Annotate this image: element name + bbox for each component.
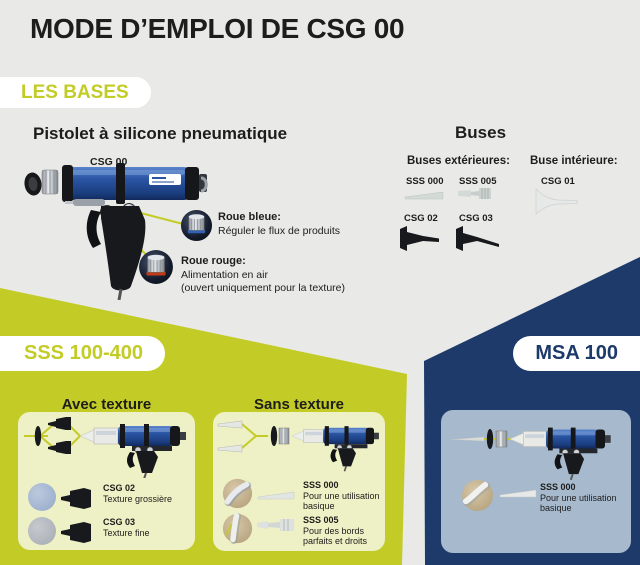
nozzle-sss000-left-icon [257,491,295,500]
row-desc: Texture grossière [103,494,173,504]
pneumatic-gun-illustration [24,163,208,300]
page-title: MODE D’EMPLOI DE CSG 00 [30,13,405,44]
nozzle-sss000-icon [404,191,444,200]
row-code: SSS 000 [540,482,576,492]
label-csg03: CSG 03 [459,213,493,224]
card-sans-title: Sans texture [253,396,345,413]
callout-blue-wheel: Roue bleue: Réguler le flux de produits [218,212,388,239]
buses-interior-label: Buse intérieure: [530,155,618,167]
label-sss000: SSS 000 [406,176,444,187]
gun-end-cap-icon [24,172,42,196]
callout-red-wheel: Roue rouge: Alimentation en air (ouvert … [181,256,381,297]
row-code: SSS 005 [303,515,339,525]
callout-red-line2: (ouvert uniquement pour la texture) [181,282,346,294]
pistol-heading: Pistolet à silicone pneumatique [33,124,288,143]
nozzle-csg02-left-icon [61,488,91,509]
barrel-brand-label [149,174,181,185]
section-badge-msa-100: MSA 100 [513,336,640,371]
gun-with-needle-nozzle-icon [451,426,612,481]
row-code: CSG 03 [103,517,136,527]
bead-photo-basic-msa [461,479,494,512]
label-sss005: SSS 005 [459,176,497,187]
callout-red-title: Roue rouge: [181,255,246,267]
row-desc: basique [540,503,572,513]
buses-exterior-label: Buses extérieures: [407,155,510,167]
nozzle-csg03-left-icon [61,522,91,543]
label-csg01: CSG 01 [541,176,575,187]
row-desc: Pour des bords [303,526,365,536]
nozzle-sss005-icon [458,188,491,199]
gun-handle-icon [86,206,146,300]
row-desc: Texture fine [103,528,150,538]
section-badge-les-bases: LES BASES [0,77,151,108]
callout-blue-title: Roue bleue: [218,211,281,223]
bead-photo-edges [222,513,253,544]
nozzle-csg01-icon [535,188,578,215]
callout-blue-line: Réguler le flux de produits [218,224,340,237]
row-code: CSG 02 [103,483,136,493]
buses-heading: Buses [455,123,507,142]
row-code: SSS 000 [303,480,339,490]
texture-fine-sample [28,517,56,545]
section-badge-sss-100-400: SSS 100-400 [0,336,165,371]
row-desc: basique [303,501,335,511]
row-desc: parfaits et droits [303,536,368,546]
texture-coarse-sample [28,483,56,511]
nozzle-sss005-left-icon [257,519,294,531]
blue-wheel-icon [180,209,213,242]
nozzle-csg03-icon [456,226,499,251]
row-desc: Pour une utilisation [303,491,380,501]
gun-rod-icon [65,201,75,204]
gun-with-smooth-nozzles-icon [217,420,380,473]
callout-red-line1: Alimentation en air [181,268,268,281]
red-wheel-icon [139,250,173,284]
row-desc: Pour une utilisation [540,493,617,503]
gun-piston-icon [41,169,59,195]
card-avec-title: Avec texture [61,396,152,413]
gun-bracket-icon [73,199,105,206]
nozzle-csg02-icon [400,226,439,251]
gun-barrel-icon [62,163,208,204]
gun-with-texture-nozzles-icon [24,417,187,478]
label-csg02: CSG 02 [404,213,438,224]
nozzle-sss000-left-icon [499,489,537,498]
bead-photo-basic [222,478,253,509]
